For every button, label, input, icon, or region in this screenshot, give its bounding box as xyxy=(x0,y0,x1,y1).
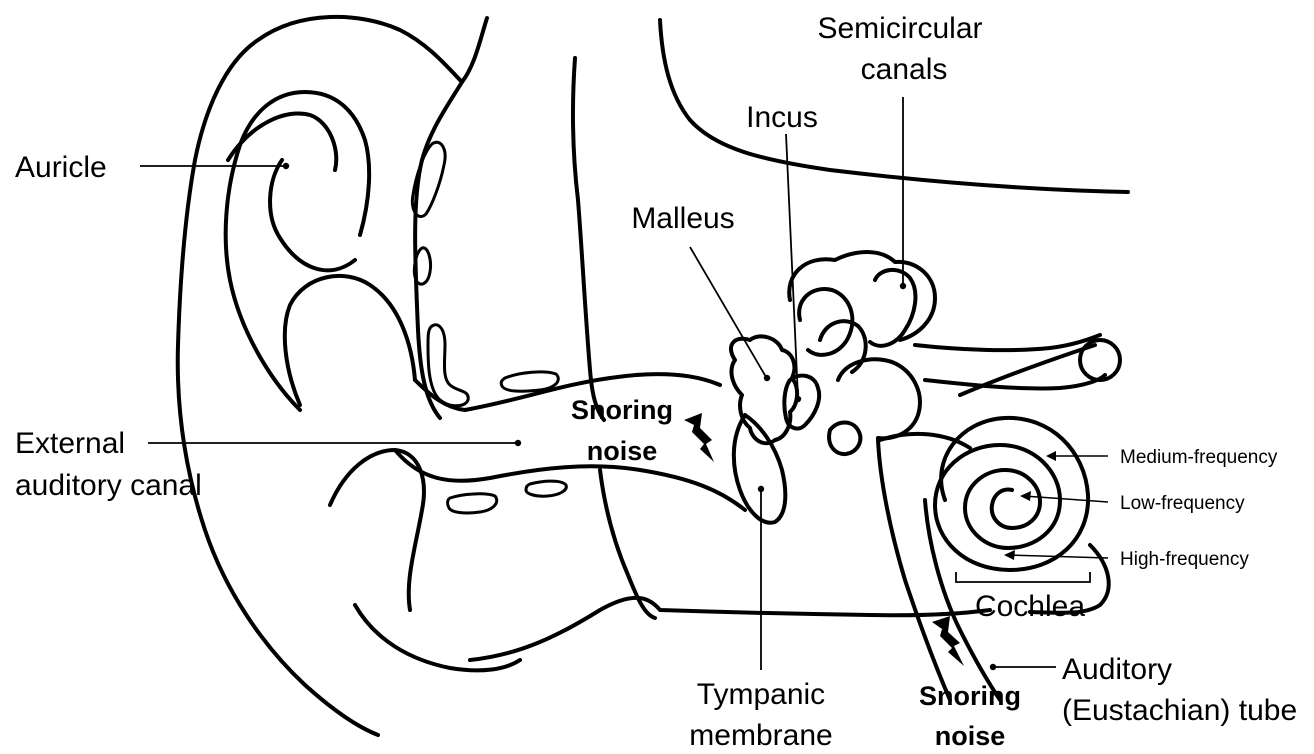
auricle-antihelix xyxy=(270,160,355,270)
cochlea-bracket xyxy=(956,572,1090,582)
arrow-low-frequency xyxy=(1024,496,1108,502)
leader-dot-external-canal xyxy=(515,440,521,446)
label-snoring-bottom-line1: Snoring xyxy=(919,681,1021,711)
label-malleus: Malleus xyxy=(631,202,734,235)
label-snoring-mid-line1: Snoring xyxy=(571,395,673,425)
auricle-outer-rim xyxy=(178,17,487,735)
label-snoring-mid-line2: noise xyxy=(587,436,658,466)
lightning-bolt-icon xyxy=(684,413,714,462)
leader-malleus xyxy=(690,247,766,377)
semicircular-outer xyxy=(789,252,935,340)
arrowhead-medium xyxy=(1046,451,1056,461)
canal-bone-6 xyxy=(526,481,566,496)
label-tympanic-line2: membrane xyxy=(689,719,832,749)
label-auricle: Auricle xyxy=(15,151,107,184)
leader-dot-incus xyxy=(795,396,801,402)
semicircular-loop-2 xyxy=(870,270,915,346)
auricle-helix xyxy=(226,92,369,410)
leader-dot-auricle xyxy=(283,163,289,169)
label-auditory-tube-line1: Auditory xyxy=(1062,653,1172,686)
label-cochlea: Cochlea xyxy=(975,590,1085,623)
stapes-shape xyxy=(829,423,860,455)
leader-dot-tympanic xyxy=(758,486,764,492)
label-incus: Incus xyxy=(746,101,818,134)
label-snoring-bottom-line2: noise xyxy=(935,721,1006,749)
nerve-bottom xyxy=(925,375,1105,388)
skull-line-1 xyxy=(415,82,462,418)
leader-dot-semicircular xyxy=(900,283,906,289)
leader-dot-malleus xyxy=(764,375,770,381)
label-medium-frequency: Medium-frequency xyxy=(1120,447,1278,468)
canal-bone-5 xyxy=(448,494,497,513)
skull-line-2 xyxy=(573,58,604,420)
skull-line-4 xyxy=(600,470,655,618)
label-low-frequency: Low-frequency xyxy=(1120,493,1245,514)
nerve-top xyxy=(915,335,1100,350)
arrowhead-low xyxy=(1020,491,1031,501)
label-external-canal-line2: auditory canal xyxy=(15,469,202,502)
label-semicircular-line2: canals xyxy=(861,53,948,86)
auricle-lower xyxy=(355,605,520,670)
lightning-bolt-icon xyxy=(932,616,964,666)
nerve-end xyxy=(1080,340,1120,380)
label-external-canal-line1: External xyxy=(15,427,125,460)
ear-outline xyxy=(178,17,1128,735)
auricle-concha xyxy=(285,276,415,405)
label-tympanic-line1: Tympanic xyxy=(697,678,825,711)
skull-line-3 xyxy=(660,20,1128,192)
skull-line-5 xyxy=(470,598,990,660)
leader-dot-auditory-tube xyxy=(990,664,996,670)
canal-bone-4 xyxy=(501,372,558,391)
arrowhead-high xyxy=(1004,550,1015,560)
cochlea-spiral xyxy=(880,418,1088,570)
label-high-frequency: High-frequency xyxy=(1120,549,1249,570)
auricle-lobe xyxy=(330,450,424,610)
label-auditory-tube-line2: (Eustachian) tube xyxy=(1062,694,1297,727)
canal-bone-3 xyxy=(428,325,468,406)
label-semicircular-line1: Semicircular xyxy=(817,12,982,45)
